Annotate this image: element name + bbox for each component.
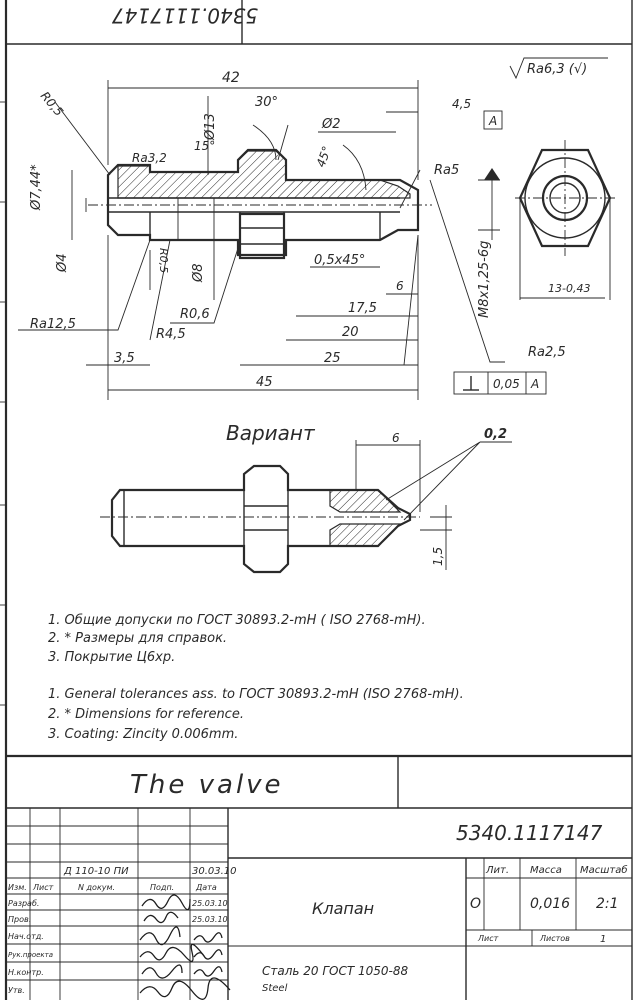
header-izm: Изм. [8,883,27,892]
change-number: Д 110-10 ПИ [63,866,129,877]
note-ru-1: 1. Общие допуски по ГОСТ 30893.2-mH ( IS… [48,613,426,628]
dim-lines [18,80,605,400]
datum-triangle [484,168,500,180]
dim-d7-44: Ø7,44* [29,164,44,211]
dimension-texts: 42 4,5 30° Ø13 Ø2 15° 45° Ra3,2 R0,5 Ø7,… [29,70,590,566]
mass-label: Масса [530,865,562,876]
roughness-ra5: Ra5 [434,163,459,178]
roughness-ra2-5: Ra2,5 [528,345,566,360]
dim-thread: M8x1,25-6g [477,241,492,318]
main-view [88,148,432,260]
role-prov: Пров. [8,915,31,924]
roughness-ra12-5: Ra12,5 [30,317,76,332]
dim-d8: Ø8 [191,263,206,283]
stamp-number-rotated: 5340.1117147 [112,4,259,28]
header-list: Лист [32,883,54,892]
dim-30deg: 30° [255,95,278,110]
title-material-en: Steel [262,983,288,994]
variant-dim-1-5: 1,5 [431,547,445,566]
sheets-label: Листов [539,934,570,943]
dim-13-hex: 13-0,43 [548,282,590,295]
variant-dim-0-2: 0,2 [484,427,507,442]
title-block-texts: The valve 5340.1117147 Клапан Сталь 20 Г… [8,770,628,995]
general-roughness: Ra6,3 (√) [509,57,608,80]
change-date: 30.03.10 [192,866,237,877]
notes-english: 1. General tolerances ass. to ГОСТ 30893… [48,687,464,742]
dim-17-5: 17,5 [348,301,377,316]
sheet-label: Лист [477,934,499,943]
role-utv: Утв. [8,986,25,995]
dim-r4-5: R4,5 [156,327,186,342]
dim-20: 20 [342,325,359,340]
variant-title: Вариант [226,421,316,445]
handwritten-signatures [139,894,231,1000]
tolerance-frame [453,371,547,395]
date-1: 25.03.10 [192,899,228,908]
title-name-ru: Клапан [312,899,374,918]
variant-view [100,440,512,574]
datum-label: A [488,114,497,128]
header-doc: N докум. [78,883,115,892]
header-date: Дата [195,883,217,892]
dim-d4: Ø4 [55,253,70,273]
dim-r0-6: R0,6 [180,307,210,322]
title-block [6,754,632,1000]
title-material: Сталь 20 ГОСТ 1050-88 [262,964,409,978]
header-podp: Подп. [150,883,174,892]
dim-45: 45 [256,375,273,390]
title-doc-number: 5340.1117147 [456,821,603,845]
general-roughness-label: Ra6,3 (√) [527,62,587,77]
role-n-kontr: Н.контр. [8,968,44,977]
lit-label: Лит. [485,865,509,876]
lit-value: О [470,896,481,912]
note-en-3: 3. Coating: Zincity 0.006mm. [48,727,238,742]
scale-label: Масштаб [580,864,628,876]
note-en-1: 1. General tolerances ass. to ГОСТ 30893… [48,687,464,702]
dim-4-5: 4,5 [452,97,471,111]
dim-42: 42 [222,70,240,86]
dim-r0-5: R0,5 [38,89,66,119]
note-en-2: 2. * Dimensions for reference. [48,707,244,722]
mass-value: 0,016 [530,896,570,912]
datum-box [483,110,503,130]
role-razrab: Разраб. [8,899,39,908]
dim-r0-5b: R0,5 [157,248,170,273]
notes-russian: 1. Общие допуски по ГОСТ 30893.2-mH ( IS… [48,613,426,665]
roughness-ra3-2: Ra3,2 [132,151,167,165]
dim-15deg: 15° [194,139,215,153]
dim-45deg: 45° [314,144,334,169]
role-ruk-proekta: Рук.проекта [8,951,53,959]
dim-chamfer: 0,5x45° [314,253,365,268]
dim-d2: Ø2 [321,117,341,132]
title-name-en: The valve [130,770,284,800]
role-nach-otd: Нач.отд. [8,932,44,941]
dim-d13: Ø13 [203,113,218,141]
hex-end-view [515,140,615,300]
note-ru-2: 2. * Размеры для справок. [48,631,227,646]
variant-dim-6: 6 [392,431,400,445]
date-2: 25.03.10 [192,915,228,924]
tolerance-datum: A [530,377,539,391]
tolerance-value: 0,05 [493,377,520,391]
dim-3-5: 3,5 [114,351,135,366]
note-ru-3: 3. Покрытие Ц6хр. [48,650,175,665]
sheets-value: 1 [600,934,606,945]
dim-6: 6 [396,279,404,293]
dim-25: 25 [324,351,341,366]
scale-value: 2:1 [596,896,619,912]
